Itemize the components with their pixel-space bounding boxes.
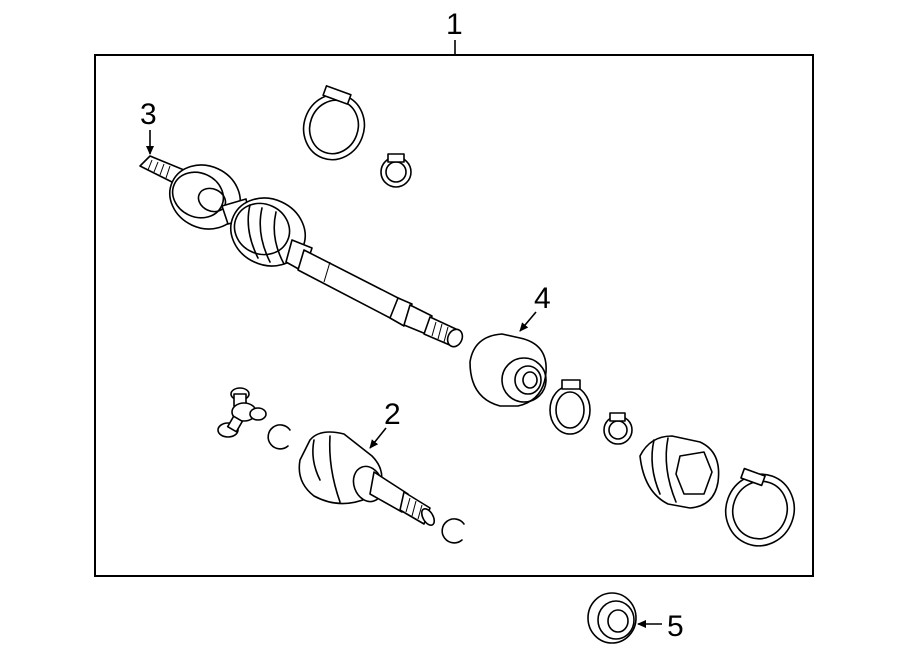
part-5-seal (587, 592, 637, 644)
outer-boot (639, 435, 720, 509)
boot-clamp-small-mid (603, 412, 633, 445)
boot-clamp-large-top (302, 85, 366, 161)
part-4-damper (469, 333, 547, 407)
boot-clamp-large-right (724, 467, 796, 547)
callout-4-arrow (519, 311, 537, 332)
tripod-spider (217, 387, 267, 438)
callout-3[interactable]: 3 (140, 98, 157, 131)
callout-1[interactable]: 1 (446, 8, 463, 41)
part-2-joint-housing (298, 431, 436, 526)
callout-4[interactable]: 4 (534, 282, 551, 315)
snap-ring-right (441, 518, 465, 544)
callout-2[interactable]: 2 (384, 398, 401, 431)
callout-5[interactable]: 5 (667, 610, 684, 643)
axle-shaft-assembly (139, 155, 464, 348)
boot-clamp-large-mid (549, 379, 591, 435)
boot-clamp-small-top (380, 153, 412, 188)
callout-2-arrow (369, 427, 387, 449)
snap-ring-left (267, 424, 291, 450)
assembly-frame (94, 54, 814, 577)
